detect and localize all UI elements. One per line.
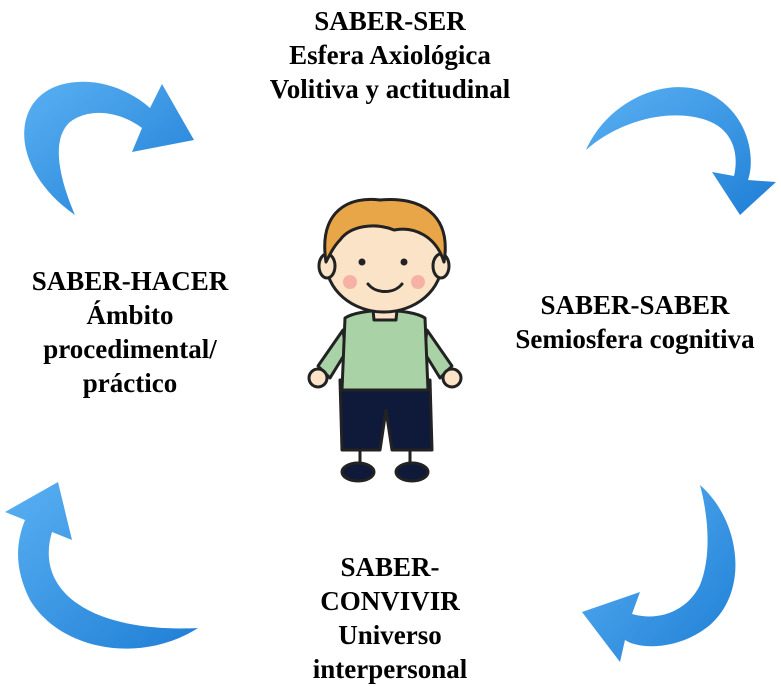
- label-saber-saber-line2: Semiosfera cognitiva: [515, 324, 755, 354]
- label-saber-hacer: SABER-HACER Ámbito procedimental/ prácti…: [0, 264, 260, 400]
- label-saber-hacer-line2: Ámbito: [86, 300, 174, 330]
- label-saber-convivir-line4: interpersonal: [312, 654, 468, 684]
- circular-arrow-icon-top-right: [586, 87, 776, 215]
- label-saber-convivir-line2: CONVIVIR: [320, 586, 460, 616]
- label-saber-hacer-line4: práctico: [82, 368, 178, 398]
- label-saber-saber-title: SABER-SABER: [540, 290, 730, 320]
- label-saber-ser-line2: Esfera Axiológica: [289, 40, 491, 70]
- label-saber-convivir: SABER- CONVIVIR Universo interpersonal: [250, 550, 530, 686]
- circular-arrow-icon-bottom-left: [5, 482, 198, 649]
- circular-arrow-icon-bottom-right: [582, 485, 736, 662]
- label-saber-hacer-line3: procedimental/: [43, 334, 217, 364]
- circular-arrow-icon-top-left: [24, 81, 194, 215]
- label-saber-hacer-title: SABER-HACER: [31, 266, 229, 296]
- label-saber-ser-title: SABER-SER: [314, 6, 466, 36]
- label-saber-ser: SABER-SER Esfera Axiológica Volitiva y a…: [220, 4, 560, 106]
- label-saber-ser-line3: Volitiva y actitudinal: [269, 74, 511, 104]
- label-saber-convivir-line3: Universo: [338, 620, 442, 650]
- label-saber-convivir-title: SABER-: [340, 552, 440, 582]
- label-saber-saber: SABER-SABER Semiosfera cognitiva: [480, 288, 781, 356]
- child-figure-icon: [307, 197, 463, 483]
